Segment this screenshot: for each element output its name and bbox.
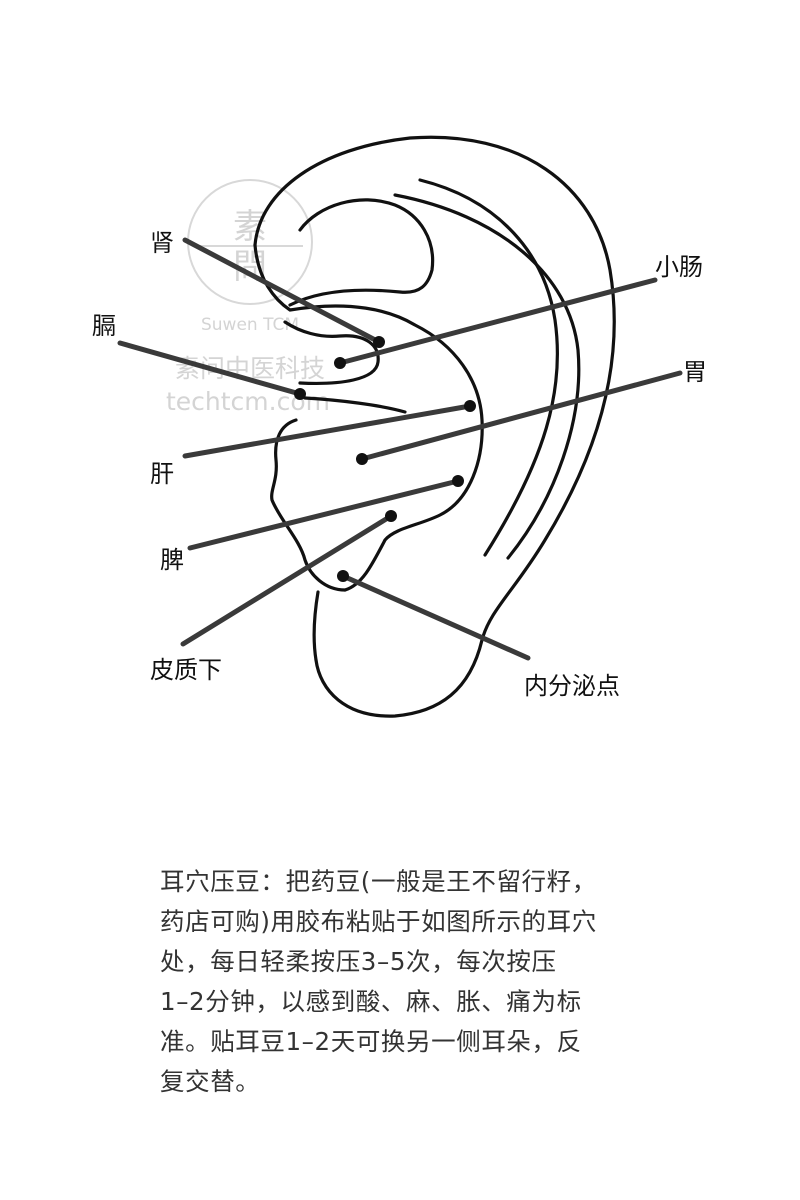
ear-lobe — [312, 590, 320, 662]
caption-line-3: 处，每日轻柔按压3–5次，每次按压 — [160, 947, 557, 976]
acupoint-label-small-intestine: 小肠 — [655, 253, 703, 281]
ear-helix-outer — [253, 135, 616, 718]
caption-line-5: 准。贴耳豆1–2天可换另一侧耳朵，反 — [160, 1027, 582, 1056]
acupoint-label-kidney: 肾 — [150, 229, 174, 257]
acupoint-label-subcortex: 皮质下 — [150, 656, 222, 684]
acupoint-label-liver: 肝 — [150, 460, 174, 488]
acupoint-markers — [117, 237, 683, 661]
acupoint-label-endocrine: 内分泌点 — [524, 672, 620, 700]
ear-crus — [283, 320, 380, 385]
caption-line-2: 药店可购)用胶布粘贴于如图所示的耳穴 — [160, 907, 597, 936]
acupoint-label-spleen: 脾 — [160, 546, 184, 574]
ear-crus-lower — [303, 396, 407, 414]
ear-antihelix-line-2 — [393, 193, 581, 560]
watermark-domain: techtcm.com — [166, 387, 330, 416]
acupoint-dot-endocrine — [337, 570, 349, 582]
ear-acupoint-diagram: 素 問 Suwen TCM 素问中医科技 techtcm.com 肾膈 小肠胃肝脾… — [92, 135, 707, 718]
acupoint-dot-spleen — [452, 475, 464, 487]
leader-line-liver — [182, 403, 473, 459]
leader-line-spleen — [187, 478, 461, 551]
watermark-seal-top: 素 — [233, 207, 267, 247]
leader-line-diaphragm — [117, 340, 303, 397]
watermark: 素 問 Suwen TCM 素问中医科技 techtcm.com — [166, 179, 330, 416]
acupoint-dot-subcortex — [385, 510, 397, 522]
caption-line-1: 耳穴压豆：把药豆(一般是王不留行籽， — [160, 867, 597, 896]
ear-helix-inner — [253, 243, 484, 592]
leader-line-small-intestine — [337, 277, 658, 366]
ear-antihelix-upper — [288, 198, 435, 307]
acupoint-dot-diaphragm — [294, 388, 306, 400]
caption-line-4: 1–2分钟，以感到酸、麻、胀、痛为标 — [160, 987, 582, 1016]
watermark-brand: Suwen TCM — [201, 315, 299, 335]
ear-antihelix-line-1 — [418, 178, 559, 557]
acupoint-label-stomach: 胃 — [683, 358, 707, 386]
acupoint-dot-liver — [464, 400, 476, 412]
acupoint-label-diaphragm: 膈 — [92, 312, 116, 340]
leader-line-stomach — [359, 370, 683, 462]
leader-line-subcortex — [180, 513, 394, 647]
leader-line-endocrine — [340, 573, 531, 661]
acupoint-dot-kidney — [373, 336, 385, 348]
caption: 耳穴压豆：把药豆(一般是王不留行籽， 药店可购)用胶布粘贴于如图所示的耳穴 处，… — [160, 862, 650, 1102]
leader-line-kidney — [182, 237, 382, 345]
acupoint-dot-stomach — [356, 453, 368, 465]
caption-line-6: 复交替。 — [160, 1067, 261, 1096]
ear-drawing — [253, 135, 616, 718]
ear-tragus — [270, 418, 347, 592]
acupoint-dot-small-intestine — [334, 357, 346, 369]
